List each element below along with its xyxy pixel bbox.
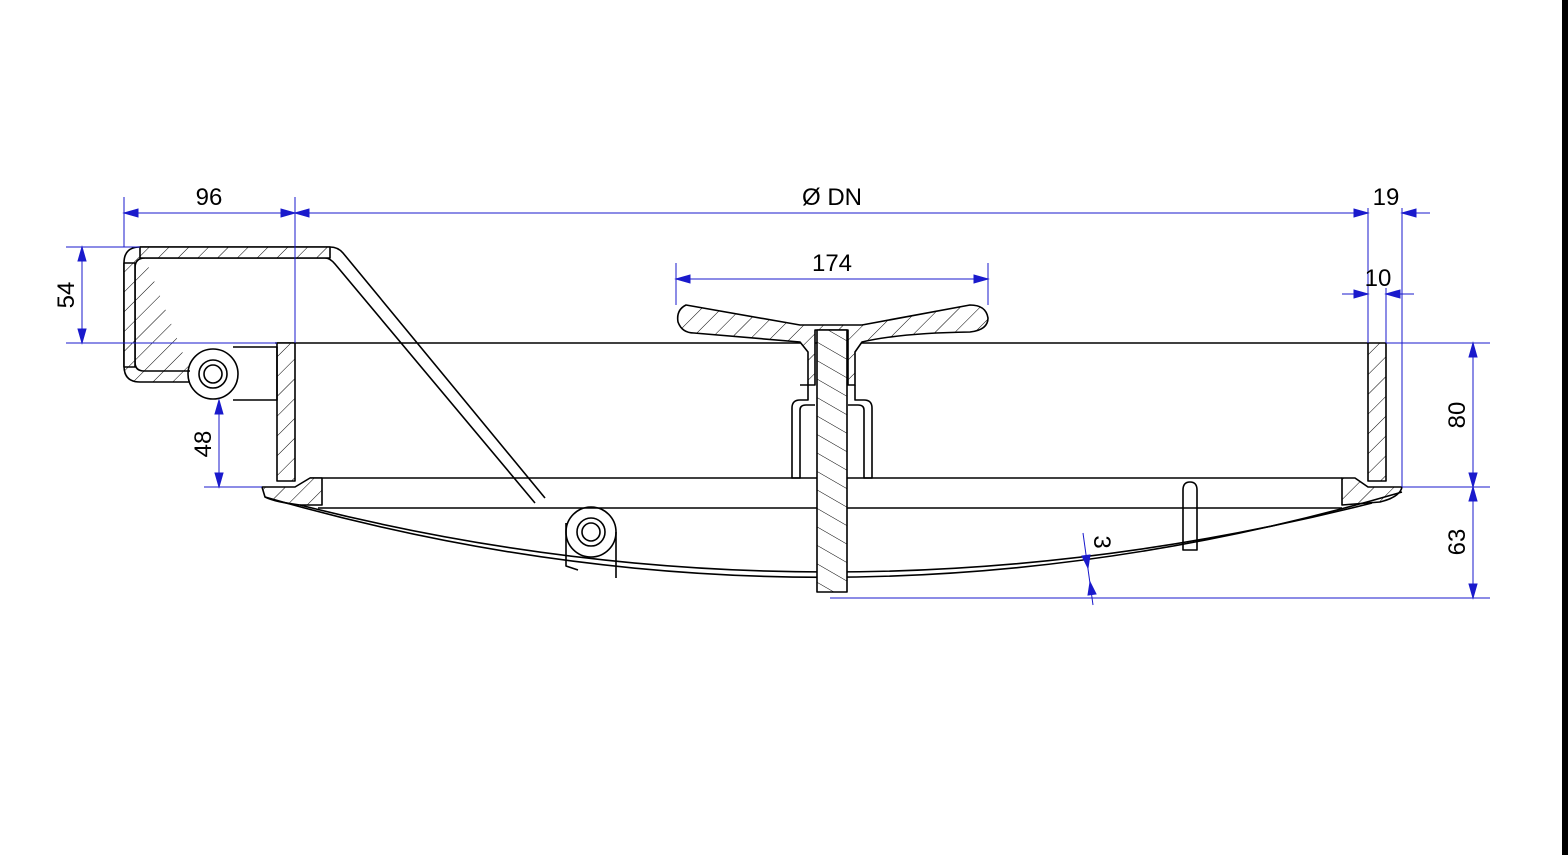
label-diameter: Ø DN: [802, 184, 862, 211]
spindle-housing-right: [848, 385, 873, 479]
handle-inner: [145, 257, 536, 504]
spindle-housing-left: [791, 384, 815, 479]
label-wheel-width: 174: [812, 250, 852, 277]
hinge-pivot-outer: [187, 348, 239, 400]
handle-side-bar: [123, 262, 136, 368]
hinge-bracket: [233, 346, 278, 401]
handwheel: [676, 304, 989, 386]
link-pivot-mid: [576, 517, 606, 547]
label-wall-thickness: 10: [1365, 265, 1392, 292]
handle-outer: [140, 246, 546, 499]
label-rim-thickness: 19: [1373, 184, 1400, 211]
handle-top-bar: [139, 246, 331, 259]
label-dish-depth: 63: [1444, 529, 1471, 556]
dimension-lines: [66, 197, 1490, 606]
right-flange-lip: [1341, 477, 1403, 506]
hinge-pivot-inner: [203, 364, 223, 384]
hinge-pivot-mid: [198, 359, 228, 389]
link-pivot-outer: [565, 506, 617, 558]
label-handle-height: 54: [53, 282, 80, 309]
left-wall: [276, 342, 296, 482]
left-flange-lip: [261, 477, 323, 506]
label-handle-width: 96: [196, 184, 223, 211]
right-wall: [1367, 342, 1387, 482]
cover-geometry: [123, 246, 1403, 593]
locating-pin: [1182, 481, 1198, 551]
label-wall-height: 80: [1444, 402, 1471, 429]
label-dish-thickness: 3: [1088, 535, 1115, 548]
window-edge: [1562, 0, 1568, 855]
label-pivot-height: 48: [190, 431, 217, 458]
link-pivot-inner: [581, 522, 601, 542]
spindle: [816, 329, 848, 593]
